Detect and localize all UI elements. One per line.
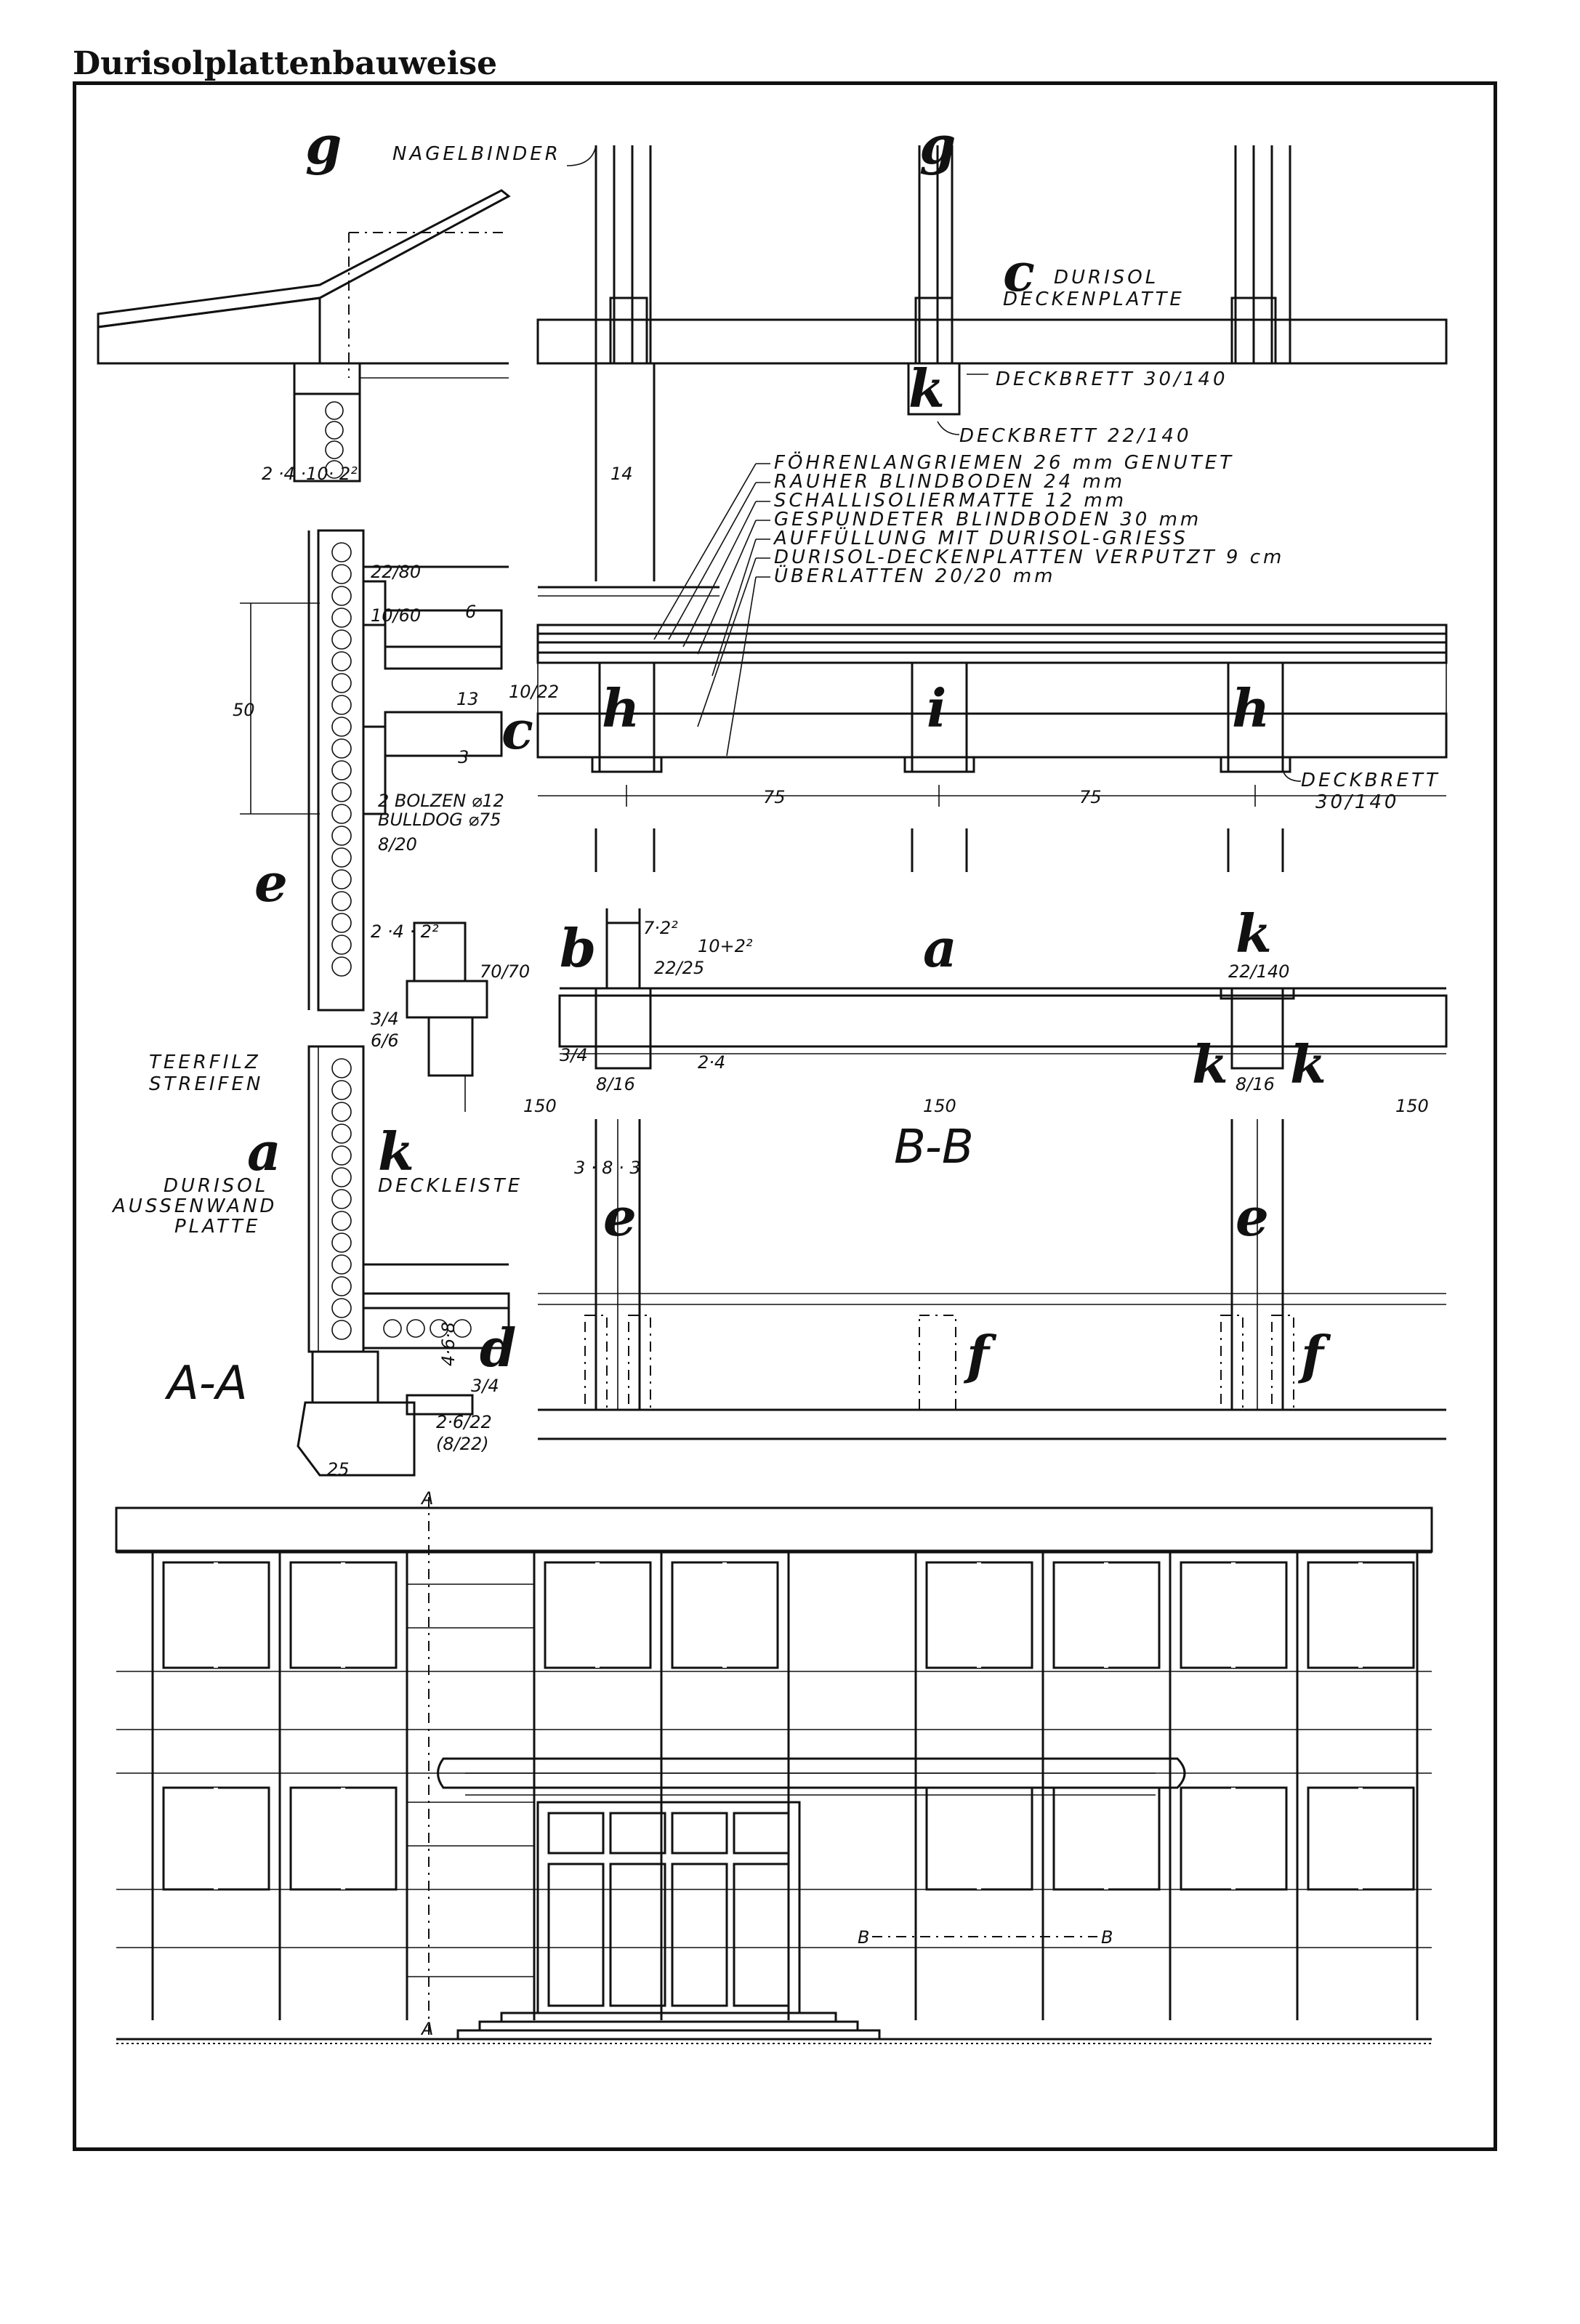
dim-3-4-c: 3/4 bbox=[471, 1376, 499, 1396]
dim-8-16-b: 8/16 bbox=[1236, 1074, 1275, 1094]
letter-i: i bbox=[927, 677, 946, 739]
letter-k-3: k bbox=[1192, 1033, 1228, 1095]
dim-4-6-8: 4·6·8 bbox=[438, 1322, 459, 1366]
label-deckenplatte: DECKENPLATTE bbox=[1003, 289, 1185, 310]
label-bolzen: 2 BOLZEN ⌀12 bbox=[378, 791, 504, 811]
dim-3-8-3: 3 · 8 · 3 bbox=[574, 1158, 641, 1178]
label-deckbrett-right: DECKBRETT bbox=[1301, 770, 1440, 791]
section-mark-b-right: B bbox=[1101, 1927, 1113, 1948]
layer-5: AUFFÜLLUNG MIT DURISOL-GRIESS bbox=[773, 526, 1188, 549]
dim-7-2: 7·2² bbox=[643, 918, 678, 938]
letter-k-1: k bbox=[908, 358, 945, 419]
dim-13: 13 bbox=[456, 689, 479, 709]
layer-1: FÖHRENLANGRIEMEN 26 mm GENUTET bbox=[774, 451, 1234, 474]
labels: NAGELBINDER DURISOL DECKENPLATTE DECKBRE… bbox=[111, 114, 1440, 2039]
layer-2: RAUHER BLINDBODEN 24 mm bbox=[774, 471, 1125, 493]
dim-6-6: 6/6 bbox=[371, 1030, 399, 1051]
label-aussenwand-1: DURISOL bbox=[164, 1175, 268, 1197]
page-title: Durisolplattenbauweise bbox=[73, 45, 498, 82]
dim-8-20: 8/20 bbox=[378, 834, 417, 855]
dim-2-4: 2·4 bbox=[698, 1052, 725, 1073]
dim-10-22: 10/22 bbox=[509, 682, 559, 702]
dim-2-4-10-2: 2 ·4 ·10· 2² bbox=[262, 464, 358, 484]
section-b-b bbox=[406, 908, 1448, 1440]
dim-2-6-22: 2·6/22 bbox=[436, 1412, 492, 1432]
letter-a-1: a bbox=[923, 917, 957, 979]
letter-b: b bbox=[560, 917, 596, 979]
letter-h-1: h bbox=[602, 677, 640, 739]
dim-10-60: 10/60 bbox=[371, 605, 421, 626]
dim-22-140: 22/140 bbox=[1228, 961, 1289, 982]
dim-3: 3 bbox=[458, 747, 469, 767]
section-mark-a-top: A bbox=[420, 1488, 433, 1509]
letter-e-3: e bbox=[1236, 1186, 1269, 1248]
label-bulldog: BULLDOG ⌀75 bbox=[378, 810, 501, 830]
dim-22-80: 22/80 bbox=[371, 562, 421, 582]
letter-c-2: c bbox=[501, 699, 533, 761]
dim-3-4-a: 3/4 bbox=[371, 1009, 399, 1029]
dim-75-a: 75 bbox=[763, 787, 786, 807]
layer-7: ÜBERLATTEN 20/20 mm bbox=[774, 564, 1056, 587]
label-aussenwand-3: PLATTE bbox=[174, 1216, 260, 1238]
letter-e-1: e bbox=[254, 852, 288, 913]
dim-22-25: 22/25 bbox=[654, 958, 704, 978]
section-a-a bbox=[97, 189, 511, 1477]
dim-10-2: 10+2² bbox=[698, 936, 753, 956]
letter-f-1: f bbox=[963, 1324, 997, 1386]
dim-150-b: 150 bbox=[923, 1096, 956, 1116]
label-streifen: STREIFEN bbox=[149, 1073, 263, 1095]
dim-3-4-b: 3/4 bbox=[560, 1045, 588, 1065]
dim-8-16-a: 8/16 bbox=[596, 1074, 635, 1094]
letter-g-2: g bbox=[919, 114, 956, 176]
facade-elevation bbox=[115, 1497, 1433, 2044]
dim-70-70: 70/70 bbox=[480, 961, 530, 982]
layer-6: DURISOL-DECKENPLATTEN VERPUTZT 9 cm bbox=[774, 546, 1284, 568]
letter-d: d bbox=[480, 1317, 516, 1379]
dim-2-4-2: 2 ·4 · 2² bbox=[371, 921, 439, 942]
label-durisol: DURISOL bbox=[1054, 267, 1158, 289]
letter-g-1: g bbox=[305, 114, 342, 176]
label-deckleiste: DECKLEISTE bbox=[378, 1175, 523, 1197]
layer-4: GESPUNDETER BLINDBODEN 30 mm bbox=[774, 509, 1201, 530]
section-mark-b-left: B bbox=[858, 1927, 869, 1948]
dim-150-a: 150 bbox=[523, 1096, 557, 1116]
label-deckbrett-30-140: DECKBRETT 30/140 bbox=[996, 368, 1228, 390]
dim-6: 6 bbox=[465, 602, 476, 622]
dim-75-b: 75 bbox=[1079, 787, 1102, 807]
dim-14: 14 bbox=[610, 464, 633, 484]
layer-3: SCHALLISOLIERMATTE 12 mm bbox=[774, 490, 1126, 512]
dim-8-22: (8/22) bbox=[436, 1434, 489, 1454]
ceiling-section bbox=[536, 145, 1448, 872]
label-aussenwand-2: AUSSENWAND bbox=[111, 1195, 277, 1217]
label-nagelbinder: NAGELBINDER bbox=[392, 143, 561, 165]
label-teerfilz: TEERFILZ bbox=[149, 1052, 261, 1073]
dim-150-c: 150 bbox=[1395, 1096, 1429, 1116]
letter-c-1: c bbox=[1003, 241, 1035, 303]
dim-50: 50 bbox=[233, 700, 255, 720]
letter-f-2: f bbox=[1297, 1324, 1331, 1386]
letter-k-5: k bbox=[378, 1121, 414, 1182]
label-deckbrett-right-size: 30/140 bbox=[1315, 791, 1399, 813]
letter-k-4: k bbox=[1290, 1033, 1326, 1095]
letter-k-2: k bbox=[1236, 903, 1272, 964]
section-title-a-a: A-A bbox=[164, 1357, 248, 1411]
dim-25: 25 bbox=[327, 1459, 350, 1480]
section-mark-a-bottom: A bbox=[420, 2019, 433, 2039]
label-deckbrett-22-140: DECKBRETT 22/140 bbox=[959, 425, 1191, 447]
letter-h-2: h bbox=[1232, 677, 1270, 739]
section-title-b-b: B-B bbox=[894, 1121, 974, 1174]
letter-a-2: a bbox=[247, 1121, 281, 1182]
letter-e-2: e bbox=[603, 1186, 637, 1248]
drawing-frame bbox=[73, 81, 1497, 2151]
